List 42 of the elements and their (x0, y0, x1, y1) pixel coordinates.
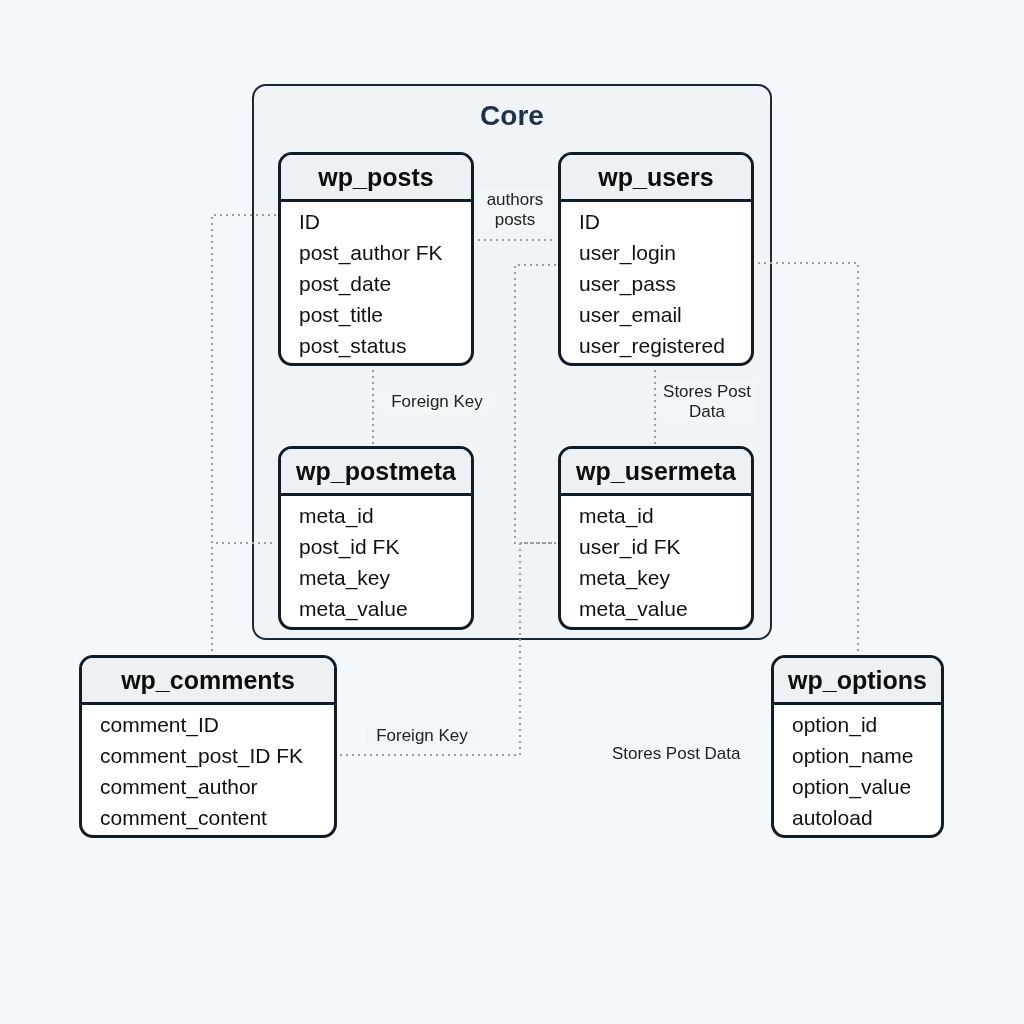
table-name: wp_options (774, 658, 941, 705)
table-name: wp_comments (82, 658, 334, 705)
field-name: meta_id (298, 503, 375, 530)
field-name: option_value (791, 774, 913, 801)
table-box (278, 152, 474, 366)
field-name: meta_key (578, 565, 672, 592)
field-name: ID (298, 209, 321, 235)
table-name: wp_users (561, 155, 751, 202)
field-name: user_pass (578, 271, 677, 298)
table-box (79, 655, 337, 838)
field-name: post_id FK (298, 534, 401, 561)
group-container (252, 84, 772, 640)
table-name: wp_postmeta (281, 449, 471, 496)
field-name: user_id FK (578, 534, 682, 561)
table-box (278, 446, 474, 630)
field-name: ID (578, 209, 601, 235)
group-title: Core (479, 100, 545, 132)
field-name: comment_author (99, 774, 259, 801)
field-name: meta_id (578, 503, 655, 530)
connector-line (514, 264, 557, 544)
field-name: comment_post_ID FK (99, 743, 305, 770)
field-name: post_status (298, 333, 408, 360)
field-name: user_email (578, 302, 683, 329)
table-name: wp_posts (281, 155, 471, 202)
table-box (771, 655, 944, 838)
field-name: meta_value (298, 596, 409, 623)
table-name: wp_usermeta (561, 449, 751, 496)
field-name: post_date (298, 271, 393, 298)
field-name: comment_ID (99, 712, 221, 739)
field-name: autoload (791, 805, 874, 831)
table-box (558, 152, 754, 366)
note-text: Stores Post Data (612, 744, 741, 764)
field-name: option_name (791, 743, 915, 770)
field-name: meta_key (298, 565, 392, 592)
field-name: post_author FK (298, 240, 444, 267)
table-box (558, 446, 754, 630)
field-name: option_id (791, 712, 879, 739)
field-name: post_title (298, 302, 385, 329)
field-name: user_registered (578, 333, 726, 360)
field-name: user_login (578, 240, 677, 267)
field-name: comment_content (99, 805, 268, 832)
field-name: meta_value (578, 596, 689, 623)
